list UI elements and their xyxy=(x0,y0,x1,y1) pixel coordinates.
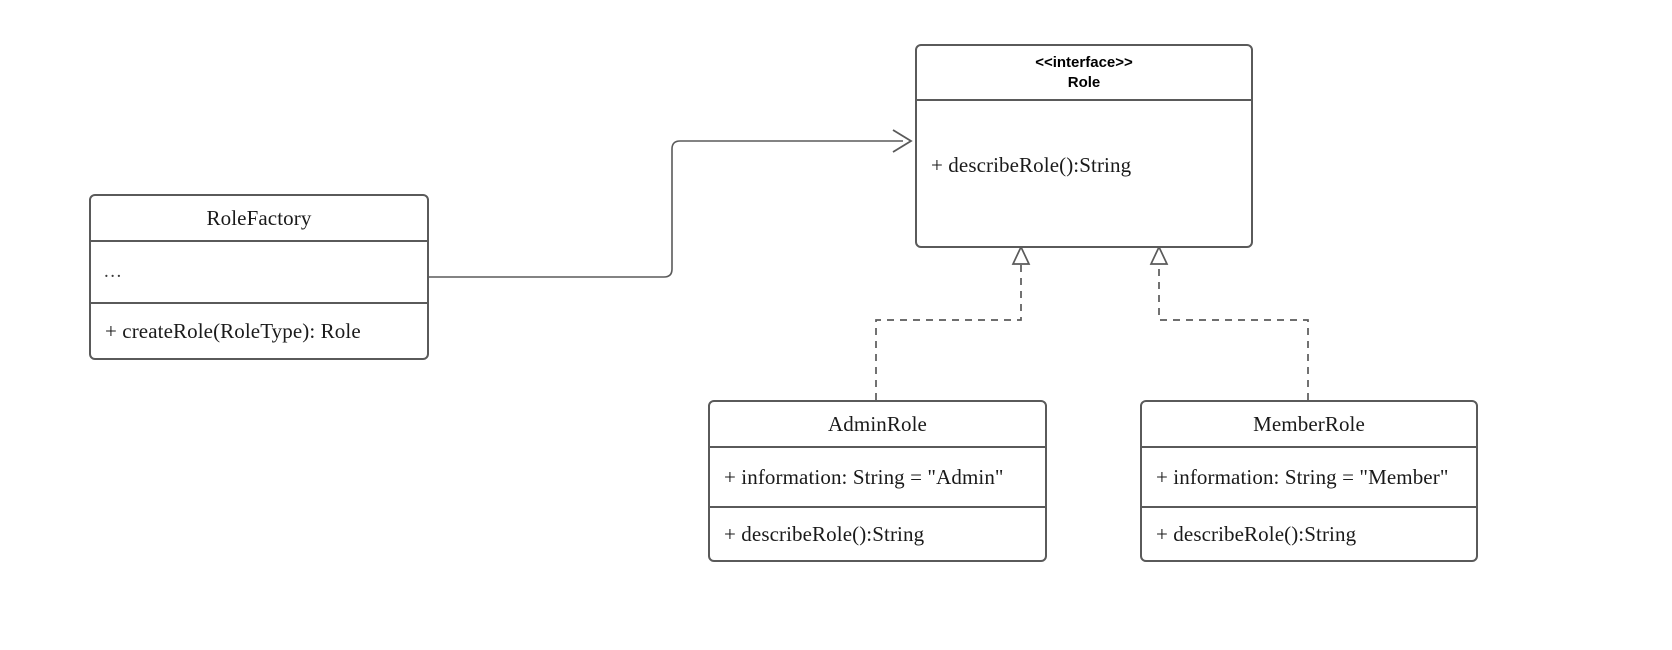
edge-memberrole-realizes-role xyxy=(1149,245,1309,400)
class-name-label: AdminRole xyxy=(828,411,927,436)
class-name-compartment: RoleFactory xyxy=(91,196,427,240)
interface-name-compartment: <<interface>> Role xyxy=(917,46,1251,99)
class-name-compartment: AdminRole xyxy=(710,402,1045,446)
attributes-compartment: ... xyxy=(91,240,427,302)
interface-name-label: Role xyxy=(1067,73,1101,91)
attribute-label: + information: String = "Admin" xyxy=(724,464,1004,489)
attribute-label: + information: String = "Member" xyxy=(1156,464,1449,489)
attributes-compartment: + information: String = "Admin" xyxy=(710,446,1045,506)
operations-compartment: + createRole(RoleType): Role xyxy=(91,302,427,358)
class-box-rolefactory[interactable]: RoleFactory ... + createRole(RoleType): … xyxy=(89,194,429,360)
operation-label: + describeRole():String xyxy=(1156,521,1357,546)
operations-compartment: + describeRole():String xyxy=(1142,506,1476,560)
class-box-adminrole[interactable]: AdminRole + information: String = "Admin… xyxy=(708,400,1047,562)
class-name-label: MemberRole xyxy=(1253,411,1365,436)
operations-compartment: + describeRole():String xyxy=(917,99,1251,246)
class-name-compartment: MemberRole xyxy=(1142,402,1476,446)
operation-label: + describeRole():String xyxy=(724,521,925,546)
operation-label: + createRole(RoleType): Role xyxy=(105,318,361,343)
attribute-label: ... xyxy=(104,261,123,282)
edge-factory-to-role xyxy=(429,129,913,278)
operation-label: + describeRole():String xyxy=(931,153,1132,177)
stereotype-label: <<interface>> xyxy=(1035,53,1133,71)
class-box-memberrole[interactable]: MemberRole + information: String = "Memb… xyxy=(1140,400,1478,562)
operations-compartment: + describeRole():String xyxy=(710,506,1045,560)
edge-adminrole-realizes-role xyxy=(875,245,1031,400)
attributes-compartment: + information: String = "Member" xyxy=(1142,446,1476,506)
class-box-role-interface[interactable]: <<interface>> Role + describeRole():Stri… xyxy=(915,44,1253,248)
class-name-label: RoleFactory xyxy=(206,205,312,230)
